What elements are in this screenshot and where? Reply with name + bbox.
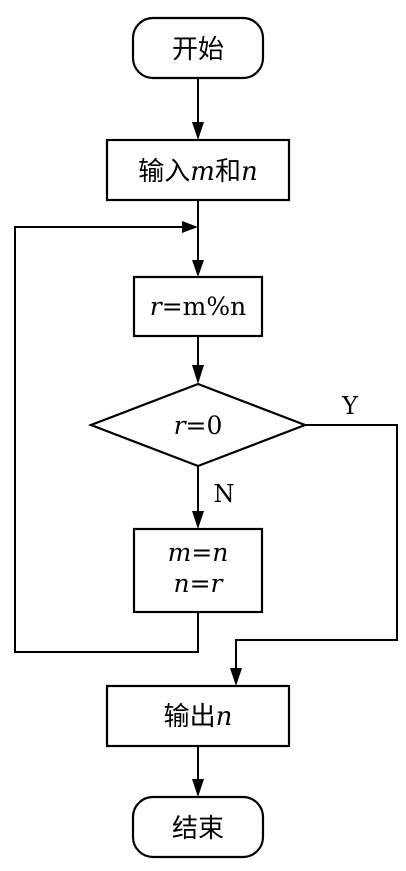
arrowhead-output xyxy=(230,668,242,686)
arrowhead-assign xyxy=(192,511,204,529)
assign-line-1: m=n xyxy=(168,538,229,567)
end-label: 结束 xyxy=(172,814,224,844)
edge-loop-back xyxy=(14,226,199,653)
output-prefix: 输出 xyxy=(164,702,216,732)
branch-yes-label: Y xyxy=(341,392,359,420)
end-terminal-shape xyxy=(131,795,265,859)
arrowhead-input xyxy=(192,122,204,140)
start-terminal-shape xyxy=(131,16,265,80)
assign-line-2-lhs: n xyxy=(173,569,189,598)
output-var-n: n xyxy=(216,702,233,732)
input-label: 输入m和n xyxy=(138,157,257,187)
assign-line-1-rhs: n xyxy=(212,538,228,567)
input-var-n: n xyxy=(241,157,258,187)
branch-no-label: N xyxy=(214,480,235,508)
start-node: 开始 xyxy=(131,16,265,80)
decision-var-r: r xyxy=(174,411,188,440)
compute-label: r=m%n xyxy=(150,292,246,321)
output-box xyxy=(105,684,291,748)
compute-node: r=m%n xyxy=(132,275,264,338)
arrowhead-decision xyxy=(192,365,204,384)
end-node: 结束 xyxy=(131,795,265,859)
assign-line-1-op: = xyxy=(191,538,212,567)
input-mid: 和 xyxy=(215,157,241,187)
output-label: 输出n xyxy=(164,702,233,732)
compute-expr: =m%n xyxy=(162,292,247,321)
decision-expr: =0 xyxy=(186,411,223,440)
assign-line-2-op: = xyxy=(190,569,211,598)
decision-label: r=0 xyxy=(174,411,223,440)
input-prefix: 输入 xyxy=(138,157,190,187)
assign-line-1-lhs: m xyxy=(168,538,192,567)
compute-var-r: r xyxy=(150,292,164,321)
assign-line-2: n=r xyxy=(173,569,224,598)
input-box xyxy=(105,138,291,202)
input-var-m: m xyxy=(190,157,215,187)
decision-diamond xyxy=(87,382,309,468)
arrowheads xyxy=(182,122,242,797)
compute-box xyxy=(132,275,264,338)
assign-node: m=n n=r xyxy=(132,527,264,614)
connectors xyxy=(14,78,398,782)
edge-decision-yes xyxy=(235,424,398,668)
arrowhead-merge xyxy=(182,221,198,233)
assign-box xyxy=(132,527,264,614)
output-node: 输出n xyxy=(105,684,291,748)
input-node: 输入m和n xyxy=(105,138,291,202)
decision-node: r=0 xyxy=(87,382,309,468)
start-label: 开始 xyxy=(172,35,224,65)
arrowhead-compute xyxy=(192,260,204,277)
assign-line-2-rhs: r xyxy=(211,569,225,598)
arrowhead-end xyxy=(192,779,204,797)
